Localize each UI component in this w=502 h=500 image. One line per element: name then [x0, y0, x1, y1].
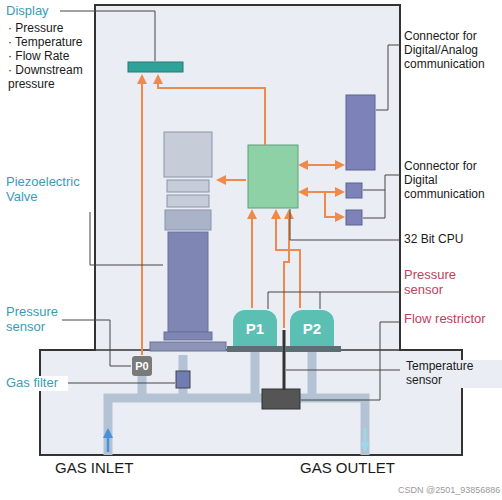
part-label: Gas filter: [4, 376, 68, 391]
leader-line: [64, 383, 175, 384]
inlet-arrow: [107, 430, 110, 452]
digital-connector: [346, 183, 362, 198]
leader-line: [60, 11, 400, 400]
part-label: Temperature sensor: [404, 360, 502, 388]
piezoelectric-valve: [165, 210, 211, 230]
part-label: Connector for Digital communication: [404, 160, 500, 201]
list-item: · Downstream pressure: [8, 64, 94, 92]
signal-line: [251, 211, 253, 308]
port-label: GAS INLET: [55, 459, 175, 476]
leader-line: [62, 320, 131, 366]
housing: [40, 5, 462, 455]
signal-line: [142, 76, 343, 355]
gas-filter: [176, 371, 190, 388]
signal-line: [158, 76, 265, 145]
port-label: GAS OUTLET: [300, 459, 420, 476]
gas-channel: [108, 398, 365, 455]
gas-channel: [108, 352, 365, 455]
sensor-name: P0: [135, 360, 148, 372]
display-bar: [128, 62, 183, 72]
gas-channel: [251, 352, 260, 398]
signal-line: [300, 164, 343, 166]
signal-line: [141, 76, 143, 355]
leader-line: [376, 45, 400, 110]
watermark: CSDN @2501_93856886: [398, 485, 502, 495]
sensor-plate: [227, 346, 283, 352]
part-label: Flow restrictor: [404, 312, 494, 327]
part-label: Connector for Digital/Analog communicati…: [404, 30, 500, 71]
digital-connector: [346, 210, 362, 225]
piezoelectric-valve: [168, 232, 208, 332]
part-label: 32 Bit CPU: [404, 233, 500, 247]
part-label: Pressure sensor: [404, 268, 494, 298]
sensor-box: P0: [132, 356, 152, 376]
sensor-box: P2: [290, 310, 334, 346]
leader-line: [268, 292, 400, 309]
list-item: · Pressure: [8, 22, 96, 36]
piezoelectric-valve: [164, 132, 212, 177]
piezoelectric-valve: [167, 195, 209, 207]
sensor-box: P1: [233, 310, 277, 346]
analog-connector: [346, 95, 375, 170]
sensor-plate: [285, 346, 341, 352]
leader-line: [290, 209, 400, 240]
gas-channel: [308, 352, 317, 398]
valve-base: [150, 342, 226, 351]
part-label: Display: [6, 4, 96, 19]
leader-line: [90, 212, 163, 265]
gas-channel: [138, 376, 147, 398]
leader-line: [363, 175, 400, 218]
signal-line: [284, 211, 289, 328]
leader-line: [286, 370, 400, 371]
part-label: Pressure sensor: [6, 305, 64, 335]
temperature-sensor: [283, 330, 286, 390]
piezoelectric-valve: [164, 332, 212, 340]
outlet-arrow: [364, 428, 367, 450]
list-item: · Flow Rate: [8, 50, 96, 64]
signal-line: [218, 179, 246, 181]
flow-restrictor: [262, 389, 300, 409]
piezoelectric-valve: [167, 180, 209, 192]
signal-line: [300, 191, 343, 193]
sensor-name: P2: [303, 320, 321, 337]
cpu-chip: [248, 145, 298, 208]
sensor-name: P1: [246, 320, 264, 337]
signal-line: [325, 192, 343, 217]
part-label: Piezoelectric Valve: [6, 175, 96, 205]
list-item: · Temperature: [8, 36, 96, 50]
